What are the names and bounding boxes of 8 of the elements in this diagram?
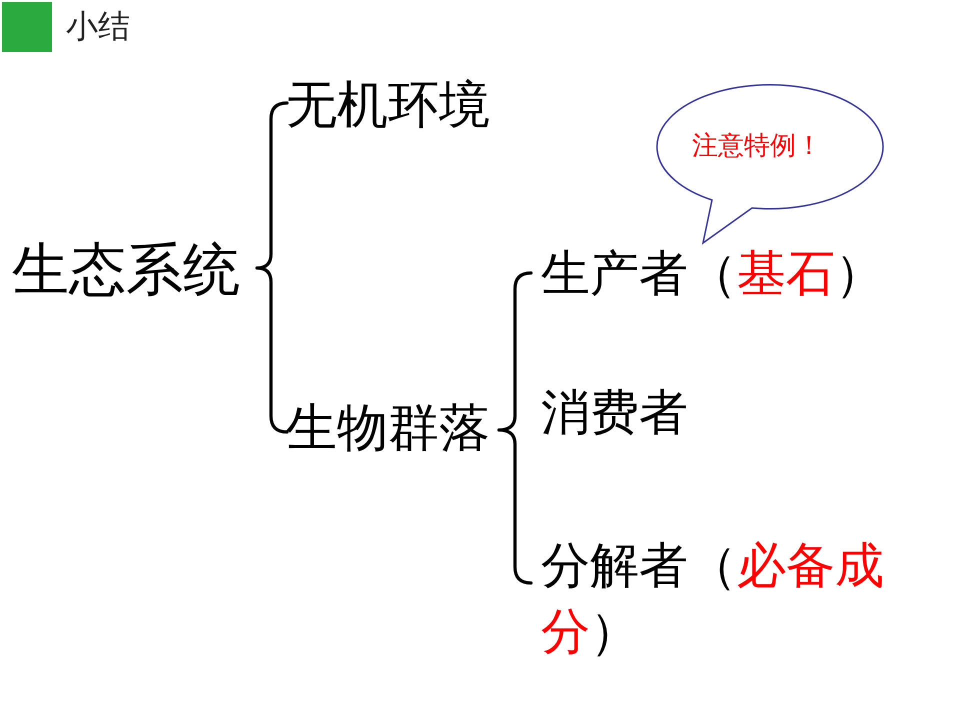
slide-title: 小结 bbox=[66, 6, 130, 46]
term-label: 生物群落 bbox=[286, 398, 490, 460]
term-label: 消费者 bbox=[541, 384, 688, 443]
term-label: 生产者（基石） bbox=[541, 245, 884, 304]
term-label: 无机环境 bbox=[286, 75, 490, 136]
term-label: 生态系统 bbox=[12, 236, 240, 304]
callout-text: 注意特例！ bbox=[692, 131, 822, 162]
term-label: 分解者（必备成分） bbox=[541, 536, 885, 662]
